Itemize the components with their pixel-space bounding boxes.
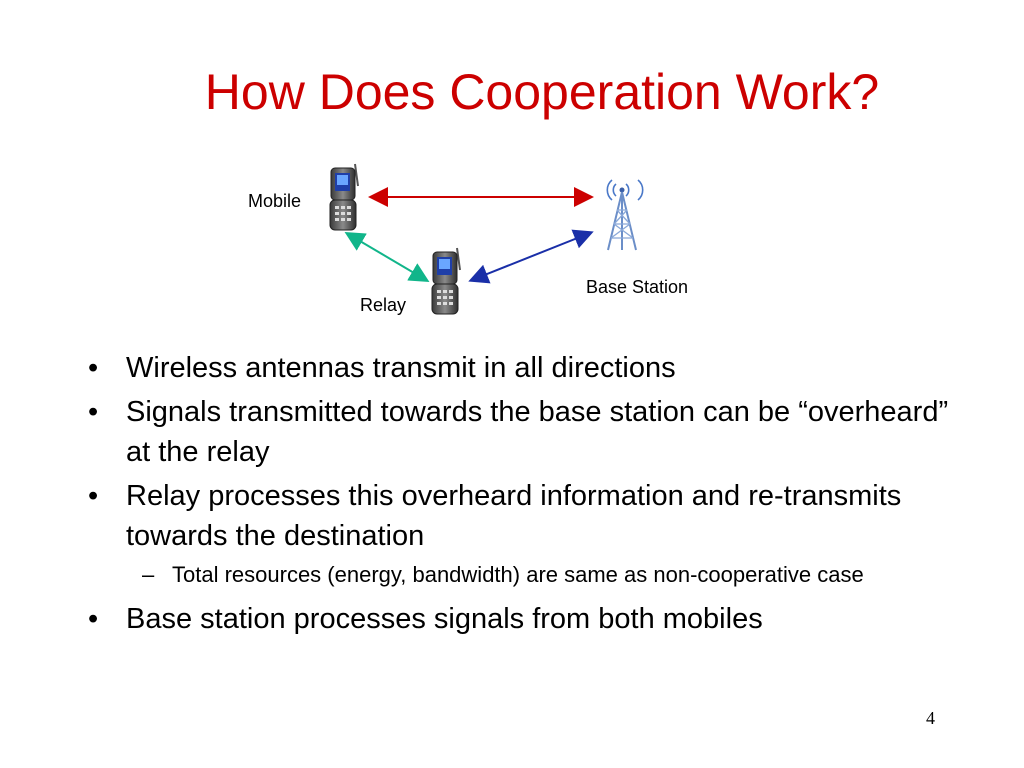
bullet-item: • Relay processes this overheard informa…	[80, 476, 960, 556]
bullet-marker: •	[88, 603, 99, 635]
bullet-marker: •	[88, 396, 99, 428]
relay-label: Relay	[360, 295, 407, 315]
relay-phone-icon	[431, 247, 461, 315]
bullet-text: Wireless antennas transmit in all direct…	[126, 352, 676, 384]
sub-bullet-marker: –	[142, 562, 155, 587]
mobile-phone-icon	[329, 163, 359, 231]
sub-bullet-text: Total resources (energy, bandwidth) are …	[172, 562, 864, 587]
base-station-label: Base Station	[586, 277, 689, 297]
bullet-item: • Signals transmitted towards the base s…	[80, 392, 960, 472]
bullet-item: • Base station processes signals from bo…	[80, 599, 960, 639]
slide-title: How Does Cooperation Work?	[204, 64, 880, 120]
base-station-tower-icon	[606, 179, 644, 251]
page-number: 4	[926, 708, 935, 728]
bullet-marker: •	[88, 480, 99, 512]
cooperation-diagram: Mobile Relay Base Station	[0, 0, 1024, 340]
bullet-text: Base station processes signals from both…	[126, 603, 763, 635]
bullet-marker: •	[88, 352, 99, 384]
mobile-relay-arrow	[344, 231, 430, 283]
bullet-list: • Wireless antennas transmit in all dire…	[80, 348, 960, 643]
sub-bullet-item: – Total resources (energy, bandwidth) ar…	[80, 558, 960, 591]
bullet-text: Relay processes this overheard informati…	[126, 480, 902, 552]
relay-base-arrow	[468, 229, 594, 284]
bullet-text: Signals transmitted towards the base sta…	[126, 396, 949, 468]
diagram-canvas	[329, 163, 644, 315]
bullet-item: • Wireless antennas transmit in all dire…	[80, 348, 960, 388]
mobile-label: Mobile	[248, 191, 302, 211]
